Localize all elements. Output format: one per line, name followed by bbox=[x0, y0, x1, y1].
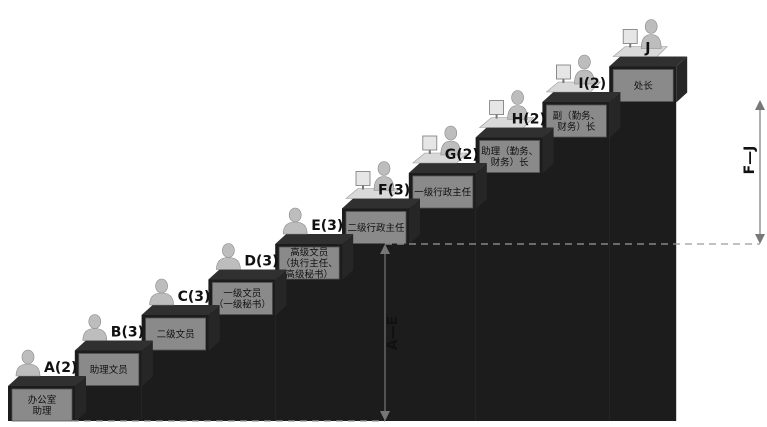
step-level-label: J bbox=[644, 41, 650, 57]
standing-person-icon bbox=[216, 243, 241, 270]
step-top bbox=[542, 92, 621, 102]
step-side bbox=[542, 127, 554, 174]
step-level-label: D(3) bbox=[244, 254, 278, 270]
step-e: 高级文员（执行主任、高级秘书） E(3) bbox=[275, 207, 354, 421]
step-title-line: 助理（勤务、 bbox=[481, 146, 538, 158]
range-lower-arrow-up-icon bbox=[380, 244, 390, 254]
steps-layer: 处长J副（勤务、财务）长I(2)助理（勤务、财务）长H(2)一级行政主任G(2)… bbox=[8, 19, 688, 422]
step-title-line: 高级秘书） bbox=[285, 269, 333, 281]
step-level-label: H(2) bbox=[512, 112, 546, 128]
step-front-box bbox=[11, 388, 73, 422]
step-side bbox=[75, 376, 86, 422]
step-title-line: （一级秘书） bbox=[214, 299, 271, 311]
person-at-desk-icon bbox=[478, 90, 535, 128]
step-front-box bbox=[78, 353, 140, 386]
step-top bbox=[342, 198, 420, 209]
step-side bbox=[609, 92, 621, 138]
step-front-box bbox=[145, 317, 207, 351]
step-top bbox=[208, 269, 287, 280]
step-j: 处长 J bbox=[609, 19, 688, 421]
step-title-line: 财务）长 bbox=[557, 121, 596, 133]
step-side bbox=[475, 163, 487, 209]
step-level-label: F(3) bbox=[378, 183, 410, 199]
step-level-label: I(2) bbox=[578, 76, 606, 92]
range-upper-arrow-down-icon bbox=[755, 234, 765, 244]
range-indicators: A—E F—J bbox=[72, 100, 765, 422]
step-title-line: 办公室 bbox=[28, 394, 57, 406]
person-at-desk-icon bbox=[612, 19, 668, 57]
step-side bbox=[208, 305, 220, 351]
step-f: 二级行政主任 F(3) bbox=[342, 161, 420, 421]
step-title-line: 一级行政主任 bbox=[414, 187, 472, 199]
range-upper-label: F—J bbox=[742, 146, 758, 175]
step-top bbox=[74, 340, 153, 351]
step-g: 一级行政主任 G(2) bbox=[408, 125, 487, 421]
range-lower-arrow-down-icon bbox=[380, 411, 390, 421]
step-title-line: 财务）长 bbox=[491, 157, 530, 169]
step-top bbox=[8, 376, 86, 386]
step-title-line: 助理文员 bbox=[90, 364, 128, 376]
step-front-box bbox=[211, 282, 273, 315]
step-title-line: （执行主任、 bbox=[281, 258, 338, 270]
person-at-desk-icon bbox=[411, 125, 468, 164]
range-upper-arrow-up-icon bbox=[755, 100, 765, 110]
step-h: 助理（勤务、财务）长 H(2) bbox=[475, 90, 554, 421]
step-top bbox=[475, 127, 554, 138]
standing-person-icon bbox=[282, 207, 308, 235]
step-side bbox=[409, 198, 420, 245]
step-front-box bbox=[479, 140, 541, 173]
person-at-desk-icon bbox=[345, 161, 401, 199]
step-level-label: G(2) bbox=[445, 147, 479, 163]
step-title-line: 副（勤务、 bbox=[553, 110, 601, 122]
step-top bbox=[275, 234, 354, 244]
step-d: 一级文员（一级秘书） D(3) bbox=[208, 243, 287, 421]
step-front-box bbox=[412, 175, 474, 209]
step-top bbox=[609, 56, 688, 67]
step-title-line: 助理 bbox=[32, 405, 52, 417]
step-level-label: E(3) bbox=[311, 218, 343, 234]
standing-person-icon bbox=[149, 278, 174, 306]
person-at-desk-icon bbox=[545, 54, 602, 93]
step-side bbox=[275, 269, 287, 316]
step-side bbox=[342, 234, 354, 280]
step-i: 副（勤务、财务）长 I(2) bbox=[542, 54, 621, 421]
step-title-line: 二级行政主任 bbox=[347, 222, 405, 234]
range-lower-label: A—E bbox=[385, 316, 401, 350]
step-front-box bbox=[345, 211, 407, 244]
step-side bbox=[676, 56, 688, 103]
step-front-box bbox=[612, 69, 674, 102]
step-level-label: C(3) bbox=[178, 289, 211, 305]
step-title-line: 一级文员 bbox=[223, 288, 261, 300]
step-level-label: B(3) bbox=[111, 325, 144, 341]
standing-person-icon bbox=[82, 314, 108, 341]
step-top bbox=[408, 163, 487, 173]
step-title-line: 二级文员 bbox=[157, 329, 195, 341]
step-front-box bbox=[278, 246, 340, 280]
step-front-box bbox=[546, 104, 607, 138]
step-side bbox=[141, 340, 153, 387]
step-top bbox=[141, 305, 220, 315]
step-b: 助理文员 B(3) bbox=[74, 314, 153, 421]
step-title-line: 高级文员 bbox=[290, 247, 328, 259]
standing-person-icon bbox=[15, 349, 41, 377]
step-c: 二级文员 C(3) bbox=[141, 278, 220, 421]
step-level-label: A(2) bbox=[44, 360, 77, 376]
step-title-line: 处长 bbox=[634, 80, 654, 92]
